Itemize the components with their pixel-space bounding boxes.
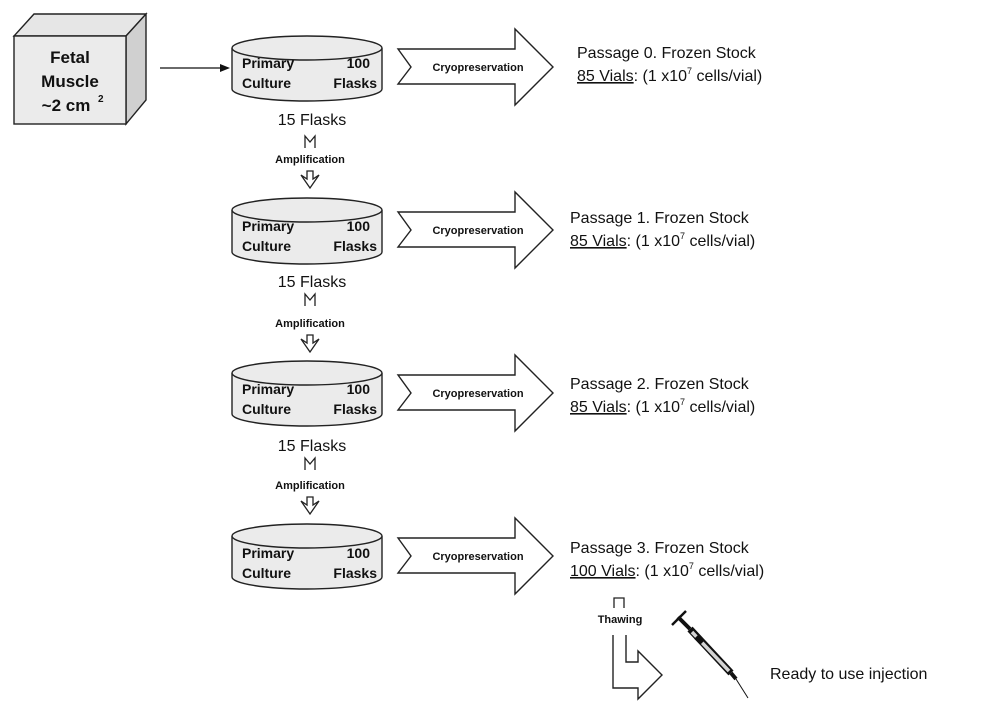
source-label-superscript: 2 (98, 94, 104, 105)
thawing-bracket (613, 597, 625, 608)
stock-vials: 85 Vials: (1 x107 cells/vial) (570, 397, 755, 416)
vials-count: 85 Vials (570, 399, 627, 416)
cryopreservation-arrow: Cryopreservation (396, 353, 554, 433)
stock-title: Passage 0. Frozen Stock (577, 45, 757, 62)
cryopreservation-arrow: Cryopreservation (396, 27, 554, 107)
cryopreservation-label: Cryopreservation (432, 62, 523, 74)
cryopreservation-label: Cryopreservation (432, 551, 523, 563)
vials-exp: 7 (689, 561, 694, 571)
down-arrow (300, 334, 320, 354)
thawing-step: Thawing (598, 597, 663, 701)
culture-label-flasks: Flasks (333, 75, 377, 91)
culture-label-culture: Culture (242, 401, 291, 417)
thawing-label: Thawing (598, 614, 643, 626)
culture-label-primary: Primary (242, 545, 294, 561)
stage-0: Primary Culture 100 Flasks Cryopreservat… (231, 27, 762, 107)
down-arrow (300, 496, 320, 516)
culture-label-primary: Primary (242, 381, 294, 397)
vials-exp: 7 (680, 231, 685, 241)
vials-unit: cells/vial) (692, 68, 762, 85)
stock-title: Passage 2. Frozen Stock (570, 376, 750, 393)
culture-label-primary: Primary (242, 55, 294, 71)
cryopreservation-label: Cryopreservation (432, 225, 523, 237)
source-to-culture-arrow (160, 64, 230, 72)
vials-unit: cells/vial) (685, 399, 755, 416)
culture-label-culture: Culture (242, 238, 291, 254)
flasks-label: 15 Flasks (278, 274, 346, 291)
stock-title: Passage 1. Frozen Stock (570, 210, 750, 227)
down-arrow (300, 170, 320, 190)
amplification-step-3: 15 Flasks Amplification (275, 438, 346, 516)
source-label-line3: ~2 cm (42, 96, 91, 115)
vials-conc: : (1 x10 (634, 68, 687, 85)
culture-label-culture: Culture (242, 75, 291, 91)
syringe-icon (671, 610, 749, 699)
flasks-label: 15 Flasks (278, 112, 346, 129)
culture-cylinder: Primary Culture 100 Flasks (231, 360, 383, 427)
culture-cylinder: Primary Culture 100 Flasks (231, 35, 383, 102)
culture-label-flasks: Flasks (333, 565, 377, 581)
flasks-label: 15 Flasks (278, 438, 346, 455)
vials-exp: 7 (687, 66, 692, 76)
cryopreservation-arrow: Cryopreservation (396, 190, 554, 270)
cryopreservation-arrow: Cryopreservation (396, 516, 554, 596)
vials-count: 85 Vials (577, 68, 634, 85)
stock-vials: 100 Vials: (1 x107 cells/vial) (570, 561, 764, 580)
stock-vials: 85 Vials: (1 x107 cells/vial) (577, 66, 762, 85)
culture-label-count: 100 (347, 381, 371, 397)
ready-to-use-label: Ready to use injection (770, 666, 927, 683)
stage-3: Primary Culture 100 Flasks Cryopreservat… (231, 516, 764, 596)
stock-title: Passage 3. Frozen Stock (570, 540, 750, 557)
culture-label-culture: Culture (242, 565, 291, 581)
source-label-line1: Fetal (50, 48, 90, 67)
vials-conc: : (1 x10 (627, 399, 680, 416)
culture-cylinder: Primary Culture 100 Flasks (231, 523, 383, 590)
culture-label-count: 100 (347, 218, 371, 234)
vials-unit: cells/vial) (694, 563, 764, 580)
fetal-muscle-cube: Fetal Muscle ~2 cm 2 (12, 12, 148, 126)
culture-label-flasks: Flasks (333, 238, 377, 254)
vials-conc: : (1 x10 (636, 563, 689, 580)
culture-cylinder: Primary Culture 100 Flasks (231, 197, 383, 265)
vials-count: 100 Vials (570, 563, 636, 580)
cryopreservation-label: Cryopreservation (432, 388, 523, 400)
vials-conc: : (1 x10 (627, 233, 680, 250)
amplification-label: Amplification (275, 318, 345, 330)
culture-label-count: 100 (347, 545, 371, 561)
thawing-bent-arrow (612, 635, 663, 701)
amplification-step-2: 15 Flasks Amplification (275, 274, 346, 354)
stage-2: Primary Culture 100 Flasks Cryopreservat… (231, 353, 755, 433)
amplification-label: Amplification (275, 480, 345, 492)
stock-vials: 85 Vials: (1 x107 cells/vial) (570, 231, 755, 250)
stage-1: Primary Culture 100 Flasks Cryopreservat… (231, 190, 755, 270)
vials-exp: 7 (680, 397, 685, 407)
vials-count: 85 Vials (570, 233, 627, 250)
culture-label-flasks: Flasks (333, 401, 377, 417)
amplification-step-1: 15 Flasks Amplification (275, 112, 346, 190)
culture-label-primary: Primary (242, 218, 294, 234)
vials-unit: cells/vial) (685, 233, 755, 250)
source-label-line2: Muscle (41, 72, 99, 91)
amplification-label: Amplification (275, 154, 345, 166)
culture-label-count: 100 (347, 55, 371, 71)
